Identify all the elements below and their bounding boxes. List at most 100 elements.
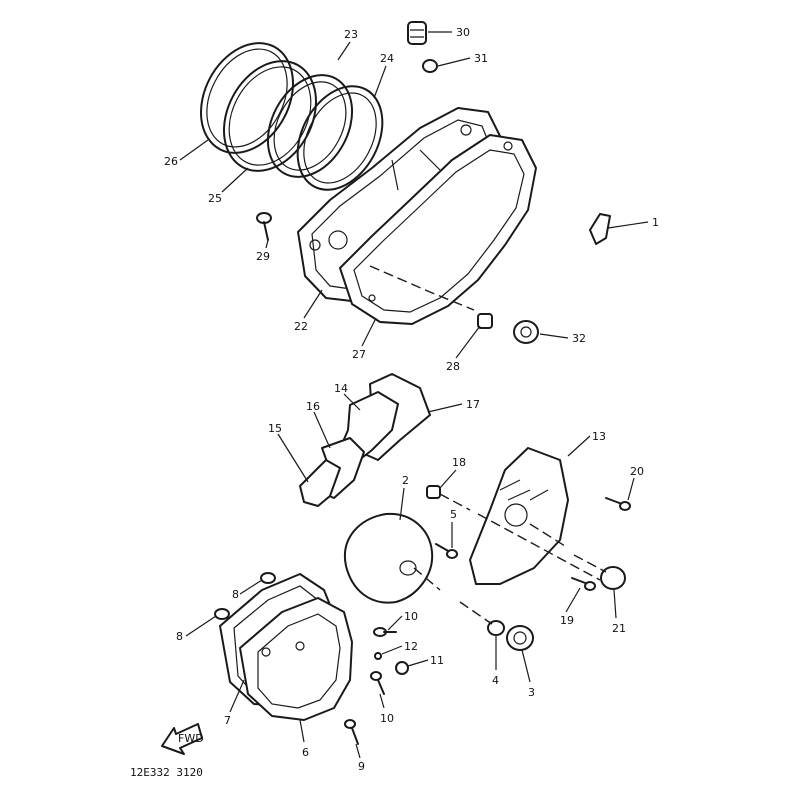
callout-label-11: 11 <box>430 654 444 667</box>
callout-label-25: 25 <box>208 192 222 205</box>
crankcase-cover-22 <box>297 107 503 303</box>
part-1 <box>589 213 611 245</box>
alignment-line <box>439 493 601 581</box>
leader-line <box>229 679 245 713</box>
forward-arrow-text: FWD <box>178 732 204 745</box>
cover-2 <box>343 512 434 604</box>
bolt-10-lower <box>370 671 385 695</box>
cover-13 <box>469 447 569 585</box>
callout-label-1: 1 <box>652 216 659 229</box>
leader-line <box>607 221 649 229</box>
washer-12 <box>374 652 382 660</box>
leader-line <box>185 615 217 637</box>
callout-label-5: 5 <box>450 508 457 521</box>
callout-label-17: 17 <box>466 398 480 411</box>
bolt-9 <box>344 719 359 745</box>
callout-label-31: 31 <box>474 52 488 65</box>
bolt-20 <box>605 497 631 511</box>
bolt-10-upper <box>373 627 397 637</box>
dowel-18 <box>426 485 441 499</box>
callout-label-10-lower: 10 <box>380 712 394 725</box>
seal-ring-24 <box>296 85 384 191</box>
plate-15 <box>299 459 341 507</box>
callout-label-23: 23 <box>344 28 358 41</box>
callout-label-9: 9 <box>358 760 365 773</box>
seal-ring-25 <box>222 60 318 172</box>
leader-line <box>439 469 457 489</box>
plug-8-lower <box>214 608 230 620</box>
leader-line <box>399 487 405 521</box>
callout-label-3: 3 <box>528 686 535 699</box>
callout-label-4: 4 <box>492 674 499 687</box>
leader-line <box>221 167 249 193</box>
leader-line <box>381 645 403 655</box>
alignment-line <box>413 567 493 625</box>
leader-line <box>277 433 309 483</box>
leader-line <box>361 317 377 347</box>
callout-label-2: 2 <box>402 474 409 487</box>
alignment-line <box>529 523 607 573</box>
diagram-code: 12E332 3120 <box>130 766 203 779</box>
callout-label-29: 29 <box>256 250 270 263</box>
bolt-19 <box>571 577 596 591</box>
leader-line <box>313 411 331 449</box>
forward-arrow-icon: FWD <box>161 723 204 755</box>
o-ring-4 <box>487 620 505 636</box>
callout-label-27: 27 <box>352 348 366 361</box>
callout-label-8-lower: 8 <box>176 630 183 643</box>
leader-line <box>265 239 269 249</box>
gasket-27 <box>339 134 537 325</box>
alignment-line <box>369 265 475 311</box>
callout-label-19: 19 <box>560 614 574 627</box>
leader-line <box>521 649 531 683</box>
seal-ring-26 <box>199 42 295 154</box>
callout-label-16: 16 <box>306 400 320 413</box>
callout-label-14: 14 <box>334 382 348 395</box>
cap-21 <box>600 566 626 590</box>
nut-11 <box>395 661 409 675</box>
leader-line <box>407 659 429 667</box>
leader-line <box>567 435 591 457</box>
leader-line <box>239 579 263 595</box>
leader-line <box>303 289 323 319</box>
leader-line <box>387 615 403 631</box>
leader-line <box>373 65 387 99</box>
o-ring-31 <box>422 59 438 73</box>
leader-line <box>179 139 209 161</box>
leader-line <box>299 719 305 743</box>
callout-label-7: 7 <box>224 714 231 727</box>
leader-line <box>437 57 471 67</box>
leader-line <box>627 477 635 501</box>
leader-line <box>343 393 361 411</box>
plug-30 <box>407 21 427 45</box>
callout-label-13: 13 <box>592 430 606 443</box>
plug-8-upper <box>260 572 276 584</box>
callout-label-10-upper: 10 <box>404 610 418 623</box>
callout-label-24: 24 <box>380 52 394 65</box>
leader-line <box>455 325 481 359</box>
leader-line <box>355 743 361 759</box>
cap-3 <box>506 625 534 651</box>
callout-label-30: 30 <box>456 26 470 39</box>
callout-label-8-upper: 8 <box>232 588 239 601</box>
callout-label-15: 15 <box>268 422 282 435</box>
seal-ring-23 <box>266 74 354 178</box>
callout-label-32: 32 <box>572 332 586 345</box>
callout-label-22: 22 <box>294 320 308 333</box>
leader-line <box>427 403 463 413</box>
callout-label-18: 18 <box>452 456 466 469</box>
leader-line <box>539 333 569 339</box>
bolt-5 <box>435 543 458 559</box>
callout-label-12: 12 <box>404 640 418 653</box>
leader-line <box>565 587 581 613</box>
callout-label-21: 21 <box>612 622 626 635</box>
grommet-32 <box>513 320 539 344</box>
leader-line <box>613 589 617 619</box>
leader-line <box>337 41 351 61</box>
dowel-28 <box>477 313 493 329</box>
callout-label-6: 6 <box>302 746 309 759</box>
callout-label-26: 26 <box>164 155 178 168</box>
leader-line <box>379 693 385 709</box>
